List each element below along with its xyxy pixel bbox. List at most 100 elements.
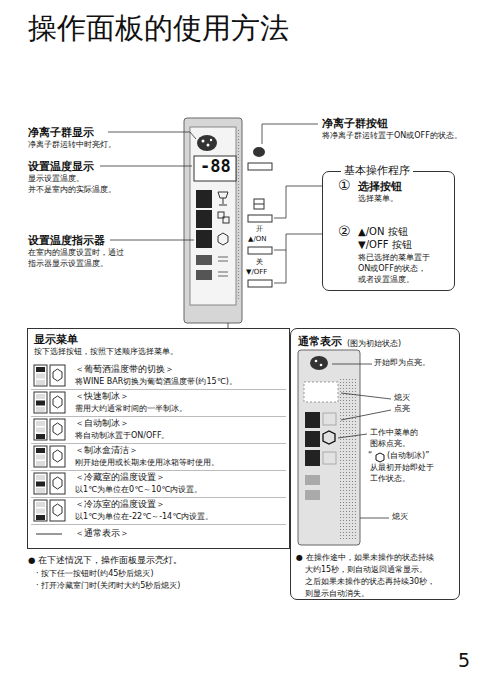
callout-text: 点亮 xyxy=(394,404,410,413)
callout-text: 大约15秒，则自动返回通常显示。 xyxy=(305,565,427,574)
menu-icon xyxy=(36,401,45,406)
box-heading: ＜自动制冰＞ xyxy=(75,419,129,429)
box-heading: 显示菜单 xyxy=(34,333,78,345)
callout-text: 开 xyxy=(256,225,263,233)
callout-text: 开始即为点亮。 xyxy=(374,358,430,367)
callout-text: “ xyxy=(368,451,372,460)
callout-text: · 打开冷藏室门时(关闭时大约5秒后熄灭) xyxy=(36,581,180,590)
menu-icon xyxy=(34,365,47,386)
callout-text: 净离子群运转中时亮灯。 xyxy=(28,140,116,149)
menu-icon xyxy=(36,482,45,487)
menu-icon xyxy=(36,394,45,399)
callout-text: ▼/OFF xyxy=(246,268,267,276)
callout-text: 熄灭 xyxy=(392,512,408,521)
menu-row: ＜冷藏室的温度设置＞ 以1℃为单位在0℃～10℃内设置。 xyxy=(31,471,286,498)
menu-icon xyxy=(36,455,45,460)
menu-icon xyxy=(50,365,65,386)
box-heading: 基本操作程序 xyxy=(341,164,413,176)
box-text: 刚开始使用或长期未使用冰箱等时使用。 xyxy=(75,458,219,467)
menu-icon xyxy=(36,502,45,507)
menu-icon xyxy=(36,534,62,535)
callout-text: 选择菜单。 xyxy=(358,194,398,203)
callout-text: 选择按钮 xyxy=(358,180,402,192)
menu-row: ＜快速制冰＞ 需用大约通常时间的一半制冰。 xyxy=(31,390,286,417)
menu-icon xyxy=(50,392,65,413)
callout-text: · 按下任一按钮时(约45秒后熄灭) xyxy=(36,569,154,578)
menu-icon xyxy=(50,473,65,494)
menu-icon xyxy=(34,392,47,413)
page-number: 5 xyxy=(458,650,470,672)
callout-text: ▲/ON 按钮 xyxy=(358,226,408,238)
menu-row: ＜葡萄酒温度带的切换＞ 将WINE BAR切换为葡萄酒温度带(约15℃)。 xyxy=(31,363,286,390)
callout-text: 熄灭 xyxy=(394,393,410,402)
callout-text: ① xyxy=(338,177,351,193)
menu-icon xyxy=(53,423,62,435)
info-box: 显示菜单按下选择按钮，按照下述顺序选择菜单。＜葡萄酒温度带的切换＞将WINE B… xyxy=(27,328,290,549)
box-heading: ＜通常表示＞ xyxy=(75,529,129,539)
box-text: (图为初始状态) xyxy=(347,339,401,348)
menu-icon xyxy=(36,374,45,379)
page-title: 操作面板的使用方法 xyxy=(28,12,289,45)
box-heading: ＜制冰盒清洁＞ xyxy=(75,446,138,456)
callout-text: ● 在下述情况下，操作面板显示亮灯。 xyxy=(28,556,182,566)
menu-icon xyxy=(50,446,65,467)
callout-text: 净离子群按钮 xyxy=(322,117,388,129)
menu-icon xyxy=(50,500,65,521)
box-text: 以1℃为单位在0℃～10℃内设置。 xyxy=(75,485,202,494)
callout-text: 净离子群显示 xyxy=(28,126,94,138)
box-text: 需用大约通常时间的一半制冰。 xyxy=(75,404,187,413)
menu-icon xyxy=(36,515,45,520)
callout-text: 并不是室内的实际温度。 xyxy=(28,185,116,194)
callout-text: 指示器显示设置温度。 xyxy=(28,259,108,268)
box-heading: ＜冷藏室的温度设置＞ xyxy=(75,473,165,483)
callout-text: ON或OFF的状态， xyxy=(358,264,426,273)
box-text: 将WINE BAR切换为葡萄酒温度带(约15℃)。 xyxy=(75,377,237,386)
callout-text: 工作状态。 xyxy=(370,474,410,483)
box-text: 以1℃为单位在-22℃～-14℃内设置。 xyxy=(75,512,213,521)
menu-icon xyxy=(34,419,47,440)
callout-text: 将已选择的菜单置于 xyxy=(358,253,430,262)
callout-text: ② xyxy=(338,223,351,239)
callout-text: ● 在操作途中，如果未操作的状态持续 xyxy=(296,553,434,562)
callout-text: 设置温度显示 xyxy=(28,160,94,172)
box-heading: ＜快速制冰＞ xyxy=(75,392,129,402)
menu-icon xyxy=(36,448,45,453)
menu-icon xyxy=(36,488,45,493)
menu-icon xyxy=(36,428,45,433)
menu-row: ＜冷冻室的温度设置＞ 以1℃为单位在-22℃～-14℃内设置。 xyxy=(31,498,286,525)
menu-row: ＜通常表示＞ xyxy=(31,525,286,545)
menu-icon xyxy=(36,407,45,412)
box-heading: ＜冷冻室的温度设置＞ xyxy=(75,500,165,510)
menu-icon xyxy=(36,475,45,480)
callout-text: 将净离子群运转置于ON或OFF的状态。 xyxy=(322,131,462,140)
menu-icon xyxy=(34,500,47,521)
callout-text: ▼/OFF 按钮 xyxy=(358,239,412,251)
callout-text: 在室内的温度设置时，通过 xyxy=(28,248,124,257)
callout-text: 工作中菜单的 xyxy=(370,428,418,437)
menu-row: ＜自动制冰＞将自动制冰置于ON/OFF。 xyxy=(31,417,286,444)
menu-icon xyxy=(53,369,62,381)
box-heading: ＜葡萄酒温度带的切换＞ xyxy=(75,365,174,375)
menu-icon xyxy=(53,396,62,408)
callout-text: 设置温度指示器 xyxy=(28,234,105,246)
callout-text: (自动制冰)” xyxy=(387,451,429,460)
menu-icon xyxy=(53,504,62,516)
menu-icon xyxy=(36,461,45,466)
menu-icon xyxy=(34,446,47,467)
menu-row: ＜制冰盒清洁＞ 刚开始使用或长期未使用冰箱等时使用。 xyxy=(31,444,286,471)
menu-icon xyxy=(36,367,45,372)
callout-text: 或者设置温度。 xyxy=(358,275,414,284)
menu-icon xyxy=(34,473,47,494)
callout-text: 从最初开始即处于 xyxy=(370,463,434,472)
callout-text: 图标点亮。 xyxy=(370,439,410,448)
box-heading: 通常表示 xyxy=(298,335,342,347)
menu-icon xyxy=(36,509,45,514)
menu-icon xyxy=(36,380,45,385)
menu-icon xyxy=(53,477,62,489)
callout-text: 则显示自动消失。 xyxy=(305,589,369,598)
menu-icon xyxy=(50,419,65,440)
callout-text: 之后如果未操作的状态再持续30秒， xyxy=(305,577,435,586)
menu-icon xyxy=(53,450,62,462)
lcd-readout: -88 xyxy=(200,157,231,177)
